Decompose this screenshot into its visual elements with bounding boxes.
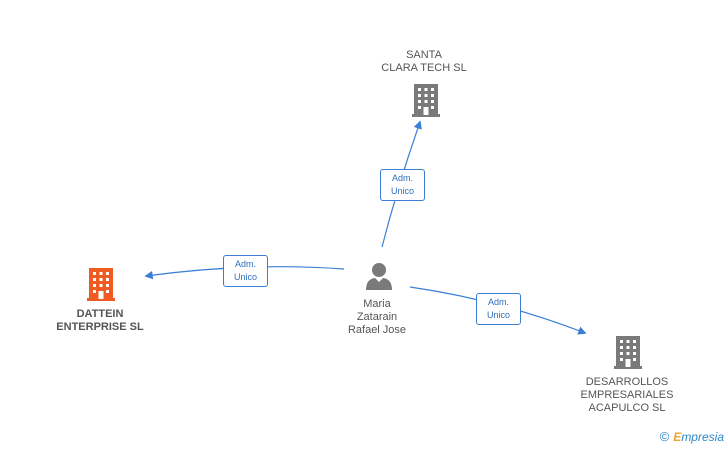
- building-icon: [87, 268, 115, 301]
- node-label-dattein[interactable]: DATTEIN ENTERPRISE SL: [56, 308, 144, 333]
- copyright-symbol: ©: [659, 429, 670, 444]
- person-icon: [366, 263, 392, 290]
- edge-label-to-dattein: Adm. Unico: [223, 255, 268, 287]
- edge-label-to-desarrollos: Adm. Unico: [476, 293, 521, 325]
- empresia-logo[interactable]: Empresia: [673, 429, 724, 444]
- edge-label-to-santa-clara: Adm. Unico: [380, 169, 425, 201]
- building-icon: [412, 84, 440, 117]
- node-label-desarrollos[interactable]: DESARROLLOS EMPRESARIALES ACAPULCO SL: [580, 376, 674, 414]
- node-label-santa-clara[interactable]: SANTA CLARA TECH SL: [381, 49, 467, 74]
- building-icon: [614, 336, 642, 369]
- node-label-person[interactable]: Maria Zatarain Rafael Jose: [347, 298, 407, 336]
- footer-brand: © Empresia: [660, 429, 724, 444]
